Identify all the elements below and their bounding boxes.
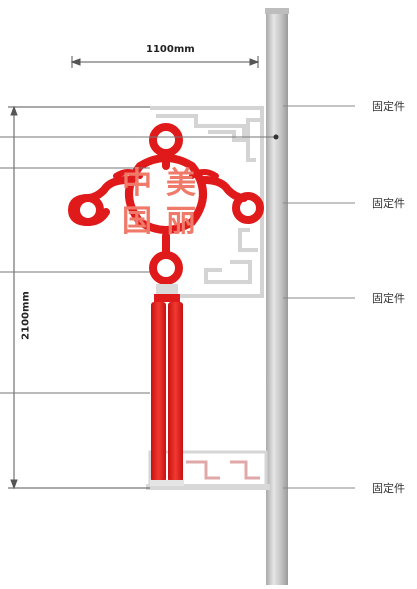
char-mei: 美 <box>166 166 196 201</box>
width-label: 1100mm <box>146 44 195 55</box>
chinese-knot <box>68 123 264 285</box>
callout-fixture-4: 固定件 <box>372 482 405 495</box>
width-dimension <box>70 56 260 68</box>
lamp-pole <box>266 8 288 585</box>
right-leaders <box>283 105 355 489</box>
bottom-bracket <box>146 450 270 490</box>
height-label: 2100mm <box>20 291 32 340</box>
callout-fixture-1: 固定件 <box>372 100 405 113</box>
char-guo: 国 <box>122 204 152 239</box>
pole-cap <box>265 8 289 14</box>
char-zhong: 中 <box>122 166 152 201</box>
leader-dot <box>273 134 279 140</box>
left-leaders <box>0 136 276 394</box>
height-dimension <box>8 105 150 490</box>
knot-cap <box>154 294 180 302</box>
callout-fixture-3: 固定件 <box>372 292 405 305</box>
char-li: 丽 <box>166 204 196 239</box>
callout-fixture-2: 固定件 <box>372 197 405 210</box>
tassel <box>150 302 184 486</box>
knot-hanger <box>156 284 178 294</box>
